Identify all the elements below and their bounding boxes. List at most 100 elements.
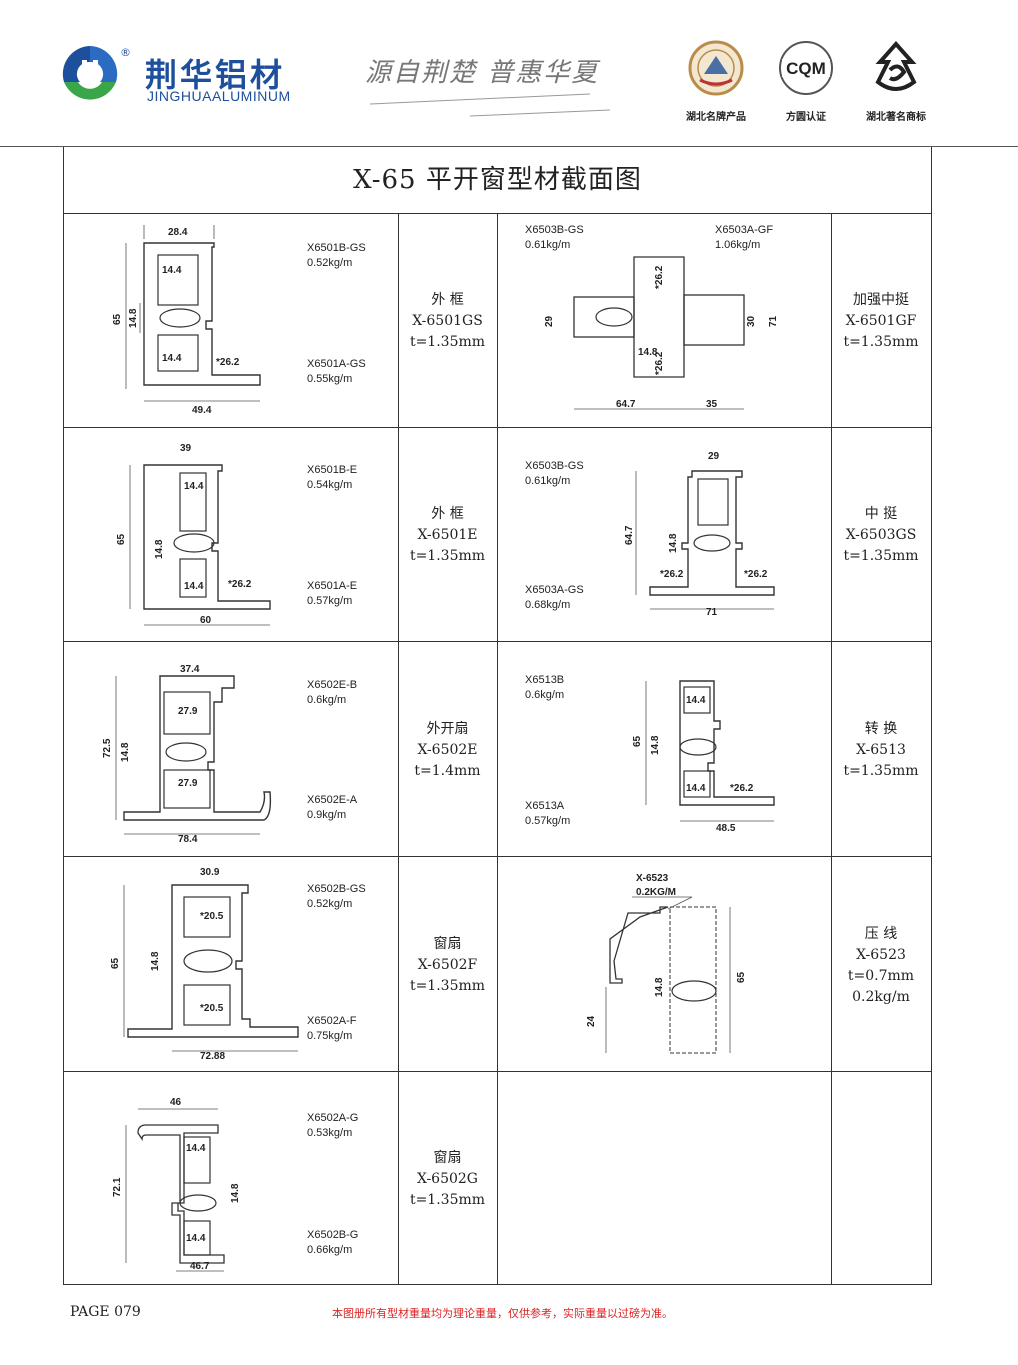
- dimension-label: 64.7: [616, 399, 636, 410]
- weight-label: 0.52kg/m: [307, 898, 353, 910]
- profile-drawing: 29 64.7 14.8 *26.2 *26.2 71: [624, 447, 792, 631]
- profile-code-b: X6513A 0.57kg/m: [525, 799, 570, 829]
- weight-label: 0.6kg/m: [525, 689, 565, 701]
- dimension-label: *26.2: [654, 351, 665, 375]
- profile-drawing: 37.4 27.9 72.5 14.8 27.9 78.4: [102, 662, 284, 856]
- page-title: X-65 平开窗型材截面图: [64, 147, 931, 214]
- weight-label: 0.9kg/m: [307, 809, 347, 821]
- dimension-label: 14.8: [654, 977, 665, 997]
- column-divider: [398, 213, 399, 1284]
- dimension-label: *26.2: [744, 569, 768, 580]
- badge-label: 湖北名牌产品: [686, 112, 746, 123]
- dimension-label: 60: [200, 615, 212, 626]
- dimension-label: 14.8: [154, 539, 165, 559]
- dimension-label: 29: [708, 451, 720, 462]
- dimension-label: 65: [116, 533, 127, 545]
- cqm-certification-icon: CQM: [779, 41, 833, 95]
- dimension-label: *26.2: [228, 579, 252, 590]
- dimension-label: 39: [180, 443, 192, 454]
- dimension-label: *26.2: [730, 783, 754, 794]
- dimension-label: 14.8: [638, 347, 658, 358]
- code-label: X6502E-B: [307, 679, 358, 691]
- brand-name-en: JINGHUAALUMINUM: [147, 88, 291, 104]
- dimension-label: 14.4: [686, 695, 706, 706]
- code-label: X6503A-GF: [715, 224, 774, 236]
- profile-code-top: X6501B-E 0.54kg/m: [307, 463, 357, 493]
- weight-label: 0.57kg/m: [525, 815, 571, 827]
- code-label: X6502A-F: [307, 1015, 357, 1027]
- dimension-label: 30.9: [200, 867, 220, 878]
- profile-drawing: X-6523 0.2KG/M 14.8 65 24: [584, 867, 804, 1071]
- dimension-label: 14.8: [230, 1183, 241, 1203]
- dimension-label: 14.8: [150, 951, 161, 971]
- dimension-label: 65: [112, 313, 123, 325]
- dimension-label: *20.5: [200, 1003, 224, 1014]
- registered-mark: ®: [120, 46, 131, 59]
- dimension-label: 14.4: [186, 1233, 206, 1244]
- dimension-label: 49.4: [192, 405, 212, 416]
- dimension-label: 14.8: [650, 735, 661, 755]
- weight-label: 0.6kg/m: [307, 694, 347, 706]
- profile-code-a: X6513B 0.6kg/m: [525, 673, 564, 703]
- dimension-label: *26.2: [654, 265, 665, 289]
- profile-drawing: 39 14.4 65 14.8 14.4 *26.2 60: [114, 439, 284, 638]
- dimension-label: 65: [736, 971, 747, 983]
- dimension-label: 14.8: [120, 742, 131, 762]
- code-label: X6502E-A: [307, 794, 358, 806]
- profile-drawing: 46 14.4 72.1 14.8 14.4 46.7: [112, 1085, 284, 1279]
- dimension-label: 71: [768, 315, 779, 327]
- dimension-label: 46.7: [190, 1261, 210, 1272]
- code-label: X6501B-GS: [307, 242, 366, 254]
- code-label: X6503B-GS: [525, 224, 584, 236]
- code-label: X6513A: [525, 800, 565, 812]
- dimension-label: 14.4: [184, 481, 204, 492]
- dimension-label: 71: [706, 607, 718, 618]
- profile-code-b: X6503A-GF 1.06kg/m: [715, 223, 773, 253]
- dimension-label: 14.4: [162, 353, 182, 364]
- dimension-label: 27.9: [178, 778, 198, 789]
- badge-provincial-brand: 湖北名牌产品: [676, 38, 756, 123]
- profile-drawing: 14.4 65 14.8 14.4 *26.2 48.5: [632, 667, 794, 841]
- profile-code-top: X6502B-GS 0.52kg/m: [307, 882, 366, 912]
- code-label: X6503A-GS: [525, 584, 584, 596]
- dimension-label: *26.2: [660, 569, 684, 580]
- code-label: X6502B-GS: [307, 883, 366, 895]
- dimension-label: 46: [170, 1097, 182, 1108]
- dimension-label: 30: [746, 315, 757, 327]
- column-divider: [831, 213, 832, 1284]
- dimension-label: 14.4: [686, 783, 706, 794]
- page-number: PAGE 079: [70, 1304, 141, 1320]
- dimension-label: 72.1: [112, 1177, 123, 1197]
- dimension-label: 48.5: [716, 823, 736, 834]
- dimension-label: 28.4: [168, 227, 188, 238]
- code-label: X6513B: [525, 674, 565, 686]
- weight-label: 0.54kg/m: [307, 479, 353, 491]
- row-divider: [64, 1071, 931, 1072]
- cqm-mark: CQM: [786, 59, 826, 78]
- dimension-label: 14.8: [668, 533, 679, 553]
- profile-code-top: X6502E-B 0.6kg/m: [307, 678, 357, 708]
- dimension-label: 37.4: [180, 664, 200, 675]
- badge-famous-trademark: 湖北著名商标: [856, 38, 936, 123]
- dimension-label: 24: [586, 1015, 597, 1027]
- row-divider: [64, 427, 931, 428]
- code-label: X6502A-G: [307, 1112, 359, 1124]
- profile-drawing: *26.2 29 14.8 *26.2 30 71 64.7 35: [544, 227, 794, 431]
- code-label: X6501B-E: [307, 464, 358, 476]
- code-label: X6502B-G: [307, 1229, 359, 1241]
- badge-cqm: CQM 方圆认证: [766, 38, 846, 123]
- weight-label: 1.06kg/m: [715, 239, 761, 251]
- dimension-label: *20.5: [200, 911, 224, 922]
- dimension-label: 0.2KG/M: [636, 887, 676, 898]
- weight-label: 0.61kg/m: [525, 239, 571, 251]
